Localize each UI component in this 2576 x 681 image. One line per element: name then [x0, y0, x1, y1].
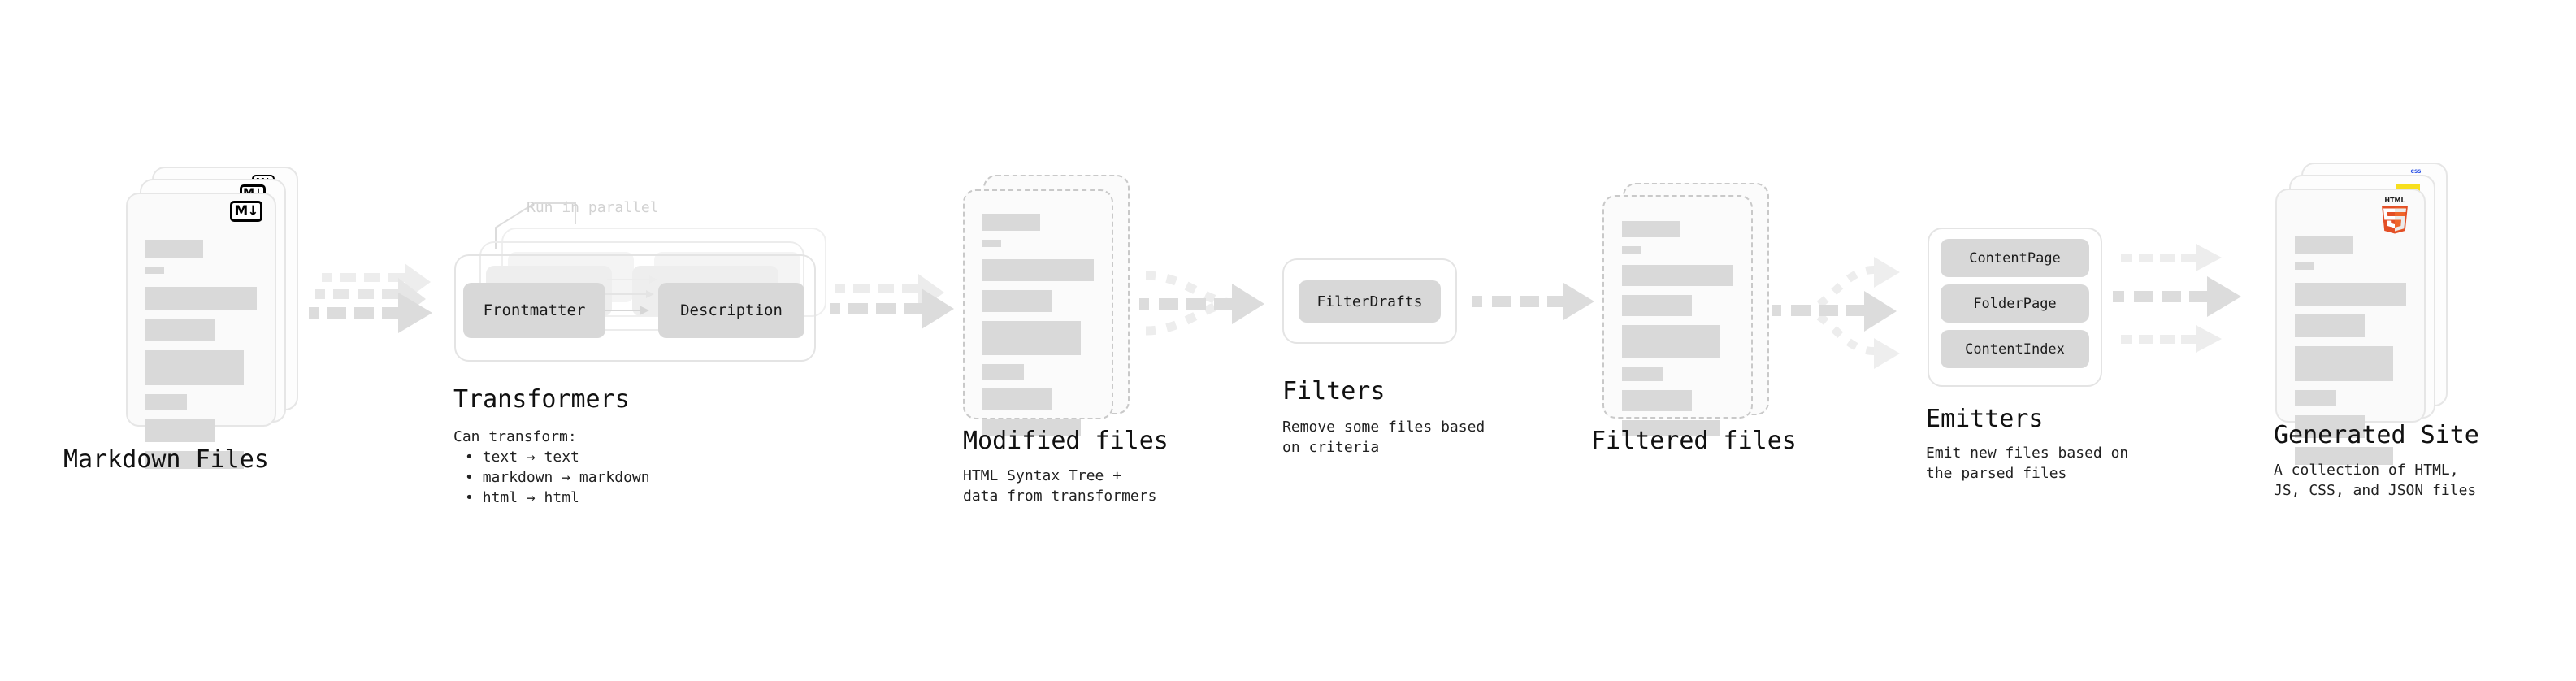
- bar: [145, 287, 257, 310]
- css-icon-label: CSS: [2410, 169, 2422, 175]
- bar: [145, 350, 244, 385]
- bar: [145, 240, 204, 258]
- transformers-description-intro: Can transform:: [453, 428, 577, 445]
- arrow-filters-to-filtered: [1472, 283, 1594, 332]
- transformers-bullet-1: • markdown → markdown: [465, 469, 650, 486]
- bar: [982, 364, 1024, 380]
- bar: [2295, 262, 2314, 270]
- bar: [1622, 325, 1720, 358]
- transformers-bullet-2: • html → html: [465, 489, 579, 506]
- transformers-bullet-0: • text → text: [465, 449, 579, 466]
- bar: [982, 259, 1094, 281]
- bar: [145, 451, 244, 469]
- generated-site-title: Generated Site: [2274, 421, 2479, 449]
- html5-icon: HTML: [2378, 195, 2412, 234]
- run-in-parallel-label: Run in parallel: [527, 199, 659, 216]
- transformers-title: Transformers: [453, 385, 630, 414]
- bar: [982, 321, 1081, 355]
- emitters-title: Emitters: [1926, 405, 2044, 433]
- bar: [2295, 283, 2406, 306]
- modified-card-bars: [982, 214, 1094, 445]
- arrow-transformers-to-modified: [830, 274, 954, 354]
- bar: [1622, 265, 1733, 286]
- transformer-inner-arrows: [594, 275, 696, 348]
- filtered-card-front: [1602, 195, 1753, 436]
- bar: [1622, 246, 1641, 254]
- filters-title: Filters: [1282, 377, 1386, 406]
- bar: [982, 388, 1053, 410]
- bar: [2295, 346, 2393, 381]
- run-in-parallel-bracket: [494, 202, 583, 250]
- transformers-description: Can transform: • text → text • markdown …: [453, 427, 650, 508]
- modified-files-title: Modified files: [963, 427, 1169, 455]
- filtered-files-stack: [1602, 183, 1777, 443]
- bar: [2295, 447, 2393, 465]
- transformer-pill-frontmatter[interactable]: Frontmatter: [463, 283, 605, 338]
- arrow-filtered-to-emitters: [1772, 236, 1931, 398]
- markdown-icon-front: M↓: [230, 201, 262, 222]
- bar: [982, 214, 1041, 231]
- bar: [2295, 236, 2353, 254]
- markdown-card-front: [126, 193, 276, 469]
- markdown-card-bars: [145, 240, 257, 478]
- arrow-emitters-to-site: [2113, 236, 2251, 398]
- filters-pill-filterdrafts[interactable]: FilterDrafts: [1299, 280, 1441, 323]
- bar: [2295, 390, 2336, 406]
- bar: [982, 419, 1081, 436]
- transformer-pill-description[interactable]: Description: [658, 283, 804, 338]
- markdown-files-title: Markdown Files: [63, 445, 269, 474]
- transformer-box-front[interactable]: [454, 254, 816, 362]
- bar: [982, 290, 1053, 312]
- bar: [1622, 295, 1693, 316]
- markdown-files-stack: M↓ M↓ M↓: [126, 167, 301, 469]
- filtered-files-title: Filtered files: [1591, 427, 1797, 455]
- bar: [2295, 314, 2366, 337]
- bar: [1622, 221, 1680, 237]
- bar: [145, 319, 216, 341]
- bar: [145, 419, 216, 442]
- bar: [2295, 415, 2366, 438]
- modified-card-front: [963, 189, 1113, 436]
- bar: [1622, 420, 1720, 436]
- svg-text:HTML: HTML: [2384, 197, 2405, 204]
- bar: [1622, 390, 1693, 411]
- arrow-markdown-to-transformers: [309, 263, 432, 358]
- bar: [1622, 367, 1663, 381]
- filtered-card-bars: [1622, 221, 1733, 445]
- emitters-pill-contentpage[interactable]: ContentPage: [1941, 239, 2089, 277]
- site-card-bars: [2295, 236, 2406, 474]
- arrow-modified-to-filters: [1139, 256, 1274, 370]
- modified-files-description: HTML Syntax Tree + data from transformer…: [963, 467, 1157, 505]
- bar: [145, 267, 165, 274]
- generated-site-stack: CSS HTML: [2275, 163, 2450, 465]
- modified-files-stack: [963, 175, 1138, 436]
- bar: [145, 394, 187, 410]
- emitters-pill-contentindex[interactable]: ContentIndex: [1941, 330, 2089, 368]
- generated-site-description: A collection of HTML, JS, CSS, and JSON …: [2274, 462, 2477, 499]
- emitters-pill-folderpage[interactable]: FolderPage: [1941, 284, 2089, 323]
- filters-description: Remove some files based on criteria: [1282, 419, 1485, 456]
- emitters-description: Emit new files based on the parsed files: [1926, 445, 2129, 482]
- bar: [982, 240, 1002, 247]
